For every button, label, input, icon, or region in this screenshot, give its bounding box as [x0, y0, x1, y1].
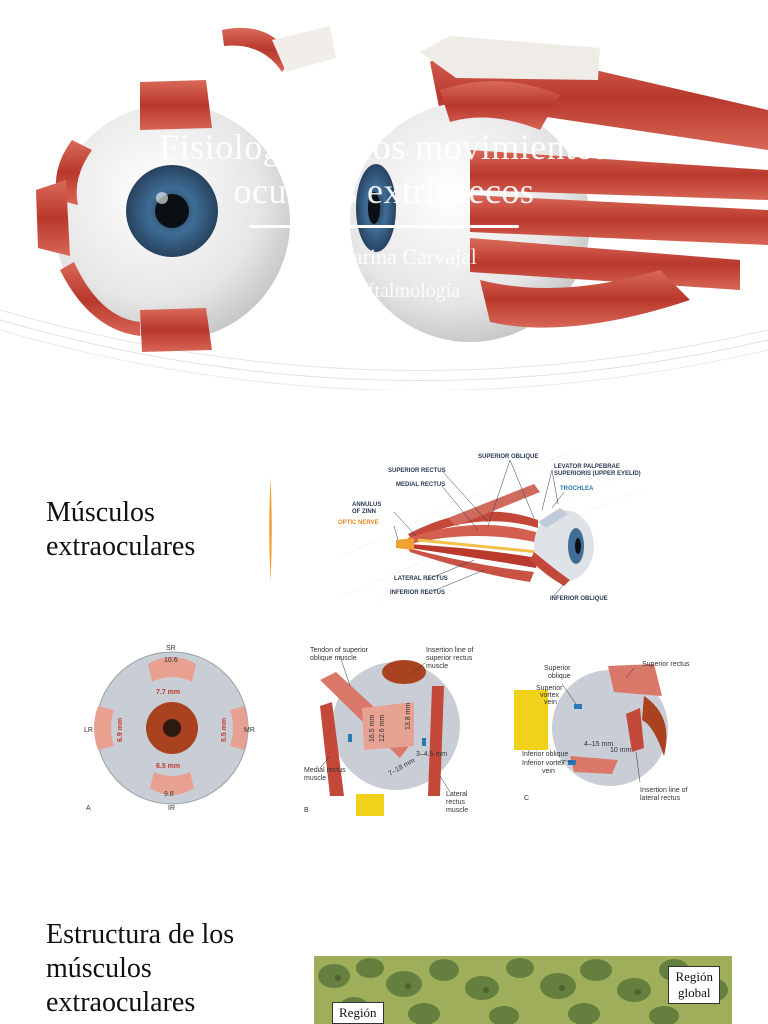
label-insertion-line-3: muscle: [426, 663, 448, 670]
measure-3: 13.8 mm: [405, 703, 412, 730]
title-block: Fisiología de los movimientos oculares e…: [0, 125, 768, 303]
label-mr: MR: [244, 727, 255, 734]
label-c-inferior-vortex-line-2: vein: [542, 768, 555, 775]
region-orbital-label: Región: [332, 1002, 384, 1024]
label-optic-nerve: OPTIC NERVE: [338, 520, 379, 526]
measure-1: 16.5 mm: [369, 715, 376, 742]
label-c-inferior-oblique: Inferior oblique: [522, 751, 568, 758]
muscle-structure-slide: Estructura de los músculos extraoculares: [0, 870, 768, 1024]
region-global-line-2: global: [677, 985, 711, 1000]
author-name: Ana Marina Carvajal: [291, 244, 477, 269]
label-inferior-oblique: INFERIOR OBLIQUE: [550, 596, 608, 602]
extraocular-muscles-lateral-diagram: SUPERIOR OBLIQUE SUPERIOR RECTUS MEDIAL …: [338, 448, 644, 602]
label-lateral-line-3: muscle: [446, 807, 468, 814]
label-levator-line-1: LEVATOR PALPEBRAE: [554, 464, 620, 470]
label-tendon-line-2: oblique muscle: [310, 655, 357, 662]
heading-line-3: extraoculares: [46, 987, 196, 1018]
label-medial-line-2: muscle: [304, 775, 326, 782]
slide-heading: Músculos extraoculares: [46, 496, 266, 564]
accent-bar: [269, 478, 272, 582]
label-superior-rectus: SUPERIOR RECTUS: [388, 468, 446, 474]
label-lateral-line-2: rectus: [446, 799, 466, 806]
label-lateral-line-1: Lateral: [446, 791, 468, 798]
label-annulus-line-1: ANNULUS: [352, 502, 381, 508]
slide-heading: Estructura de los músculos extraoculares: [46, 918, 286, 1020]
heading-line-1: Estructura de los: [46, 919, 235, 950]
distance-top: 7.7 mm: [156, 689, 180, 696]
label-c-inferior-vortex-line-1: Inferior vortex: [522, 760, 565, 767]
heading-line-2: músculos: [46, 953, 152, 984]
label-medial-line-1: Medial rectus: [304, 767, 346, 774]
label-c-superior-rectus: Superior rectus: [642, 661, 690, 668]
measure-c-1: 4–15 mm: [584, 741, 613, 748]
right-eye-graphic: [350, 36, 768, 342]
distance-right: 5.5 mm: [221, 718, 228, 742]
label-c-vortex-line-3: vein: [544, 699, 557, 706]
label-ir: IR: [168, 805, 175, 812]
superior-view-diagram-b: Tendon of superior oblique muscle Insert…: [304, 647, 474, 816]
label-annulus-line-2: OF ZINN: [352, 509, 376, 515]
presentation-title: Fisiología de los movimientos oculares e…: [104, 125, 664, 213]
label-insertion-line-2: superior rectus: [426, 655, 473, 662]
heading-line-1: Músculos: [46, 497, 155, 528]
label-superior-oblique: SUPERIOR OBLIQUE: [478, 454, 538, 460]
title-slide: Fisiología de los movimientos oculares e…: [0, 0, 768, 390]
label-c-vortex-line-2: vortex: [540, 692, 560, 699]
label-c-insertion-line-1: Insertion line of: [640, 787, 688, 794]
label-tendon-line-1: Tendon of superior: [310, 647, 369, 654]
label-insertion-line-1: Insertion line of: [426, 647, 474, 654]
eye-muscles-illustration: [0, 26, 768, 390]
left-eye-graphic: [36, 26, 336, 352]
label-c-insertion-line-2: lateral rectus: [640, 795, 681, 802]
title-line-2: oculares extrínsecos: [233, 171, 535, 211]
panel-letter-a: A: [86, 805, 91, 812]
label-lr: LR: [84, 727, 93, 734]
presentation-subtitle: Neurooftalmología: [307, 280, 461, 302]
lateral-view-diagram-c: Superior oblique Superior rectus Superio…: [514, 661, 690, 802]
label-levator-line-2: SUPERIORIS (UPPER EYELID): [554, 471, 641, 477]
measure-4: 3–4.5 mm: [416, 751, 447, 758]
width-top: 10.6: [164, 657, 178, 664]
label-inferior-rectus: INFERIOR RECTUS: [390, 590, 445, 596]
extraocular-muscles-slide: Músculos extraoculares: [0, 420, 768, 840]
panel-letter-c: C: [524, 795, 529, 802]
distance-bottom: 6.5 mm: [156, 763, 180, 770]
title-line-1: Fisiología de los movimientos: [159, 127, 609, 167]
label-c-vortex-line-1: Superior: [536, 685, 563, 692]
measure-2: 12.6 mm: [379, 715, 386, 742]
insertion-distances-diagram-a: SR IR LR MR 10.6 9.8 7.7 mm 6.5 mm 6.9 m…: [84, 645, 255, 812]
distance-left: 6.9 mm: [117, 718, 124, 742]
muscle-micrograph: Región global Región: [314, 956, 732, 1024]
measure-c-2: 10 mm: [610, 747, 632, 754]
label-c-superior-oblique-line-2: oblique: [548, 673, 571, 680]
width-bottom: 9.8: [164, 791, 174, 798]
label-sr: SR: [166, 645, 176, 652]
region-global-line-1: Región: [675, 969, 713, 984]
title-divider: [249, 225, 519, 228]
label-medial-rectus: MEDIAL RECTUS: [396, 482, 445, 488]
heading-line-2: extraoculares: [46, 531, 196, 562]
region-orbital-line-1: Región: [339, 1005, 377, 1020]
label-trochlea: TROCHLEA: [560, 486, 594, 492]
region-global-label: Región global: [668, 966, 720, 1004]
label-c-superior-oblique-line-1: Superior: [544, 665, 571, 672]
panel-letter-b: B: [304, 807, 309, 814]
label-lateral-rectus: LATERAL RECTUS: [394, 576, 448, 582]
